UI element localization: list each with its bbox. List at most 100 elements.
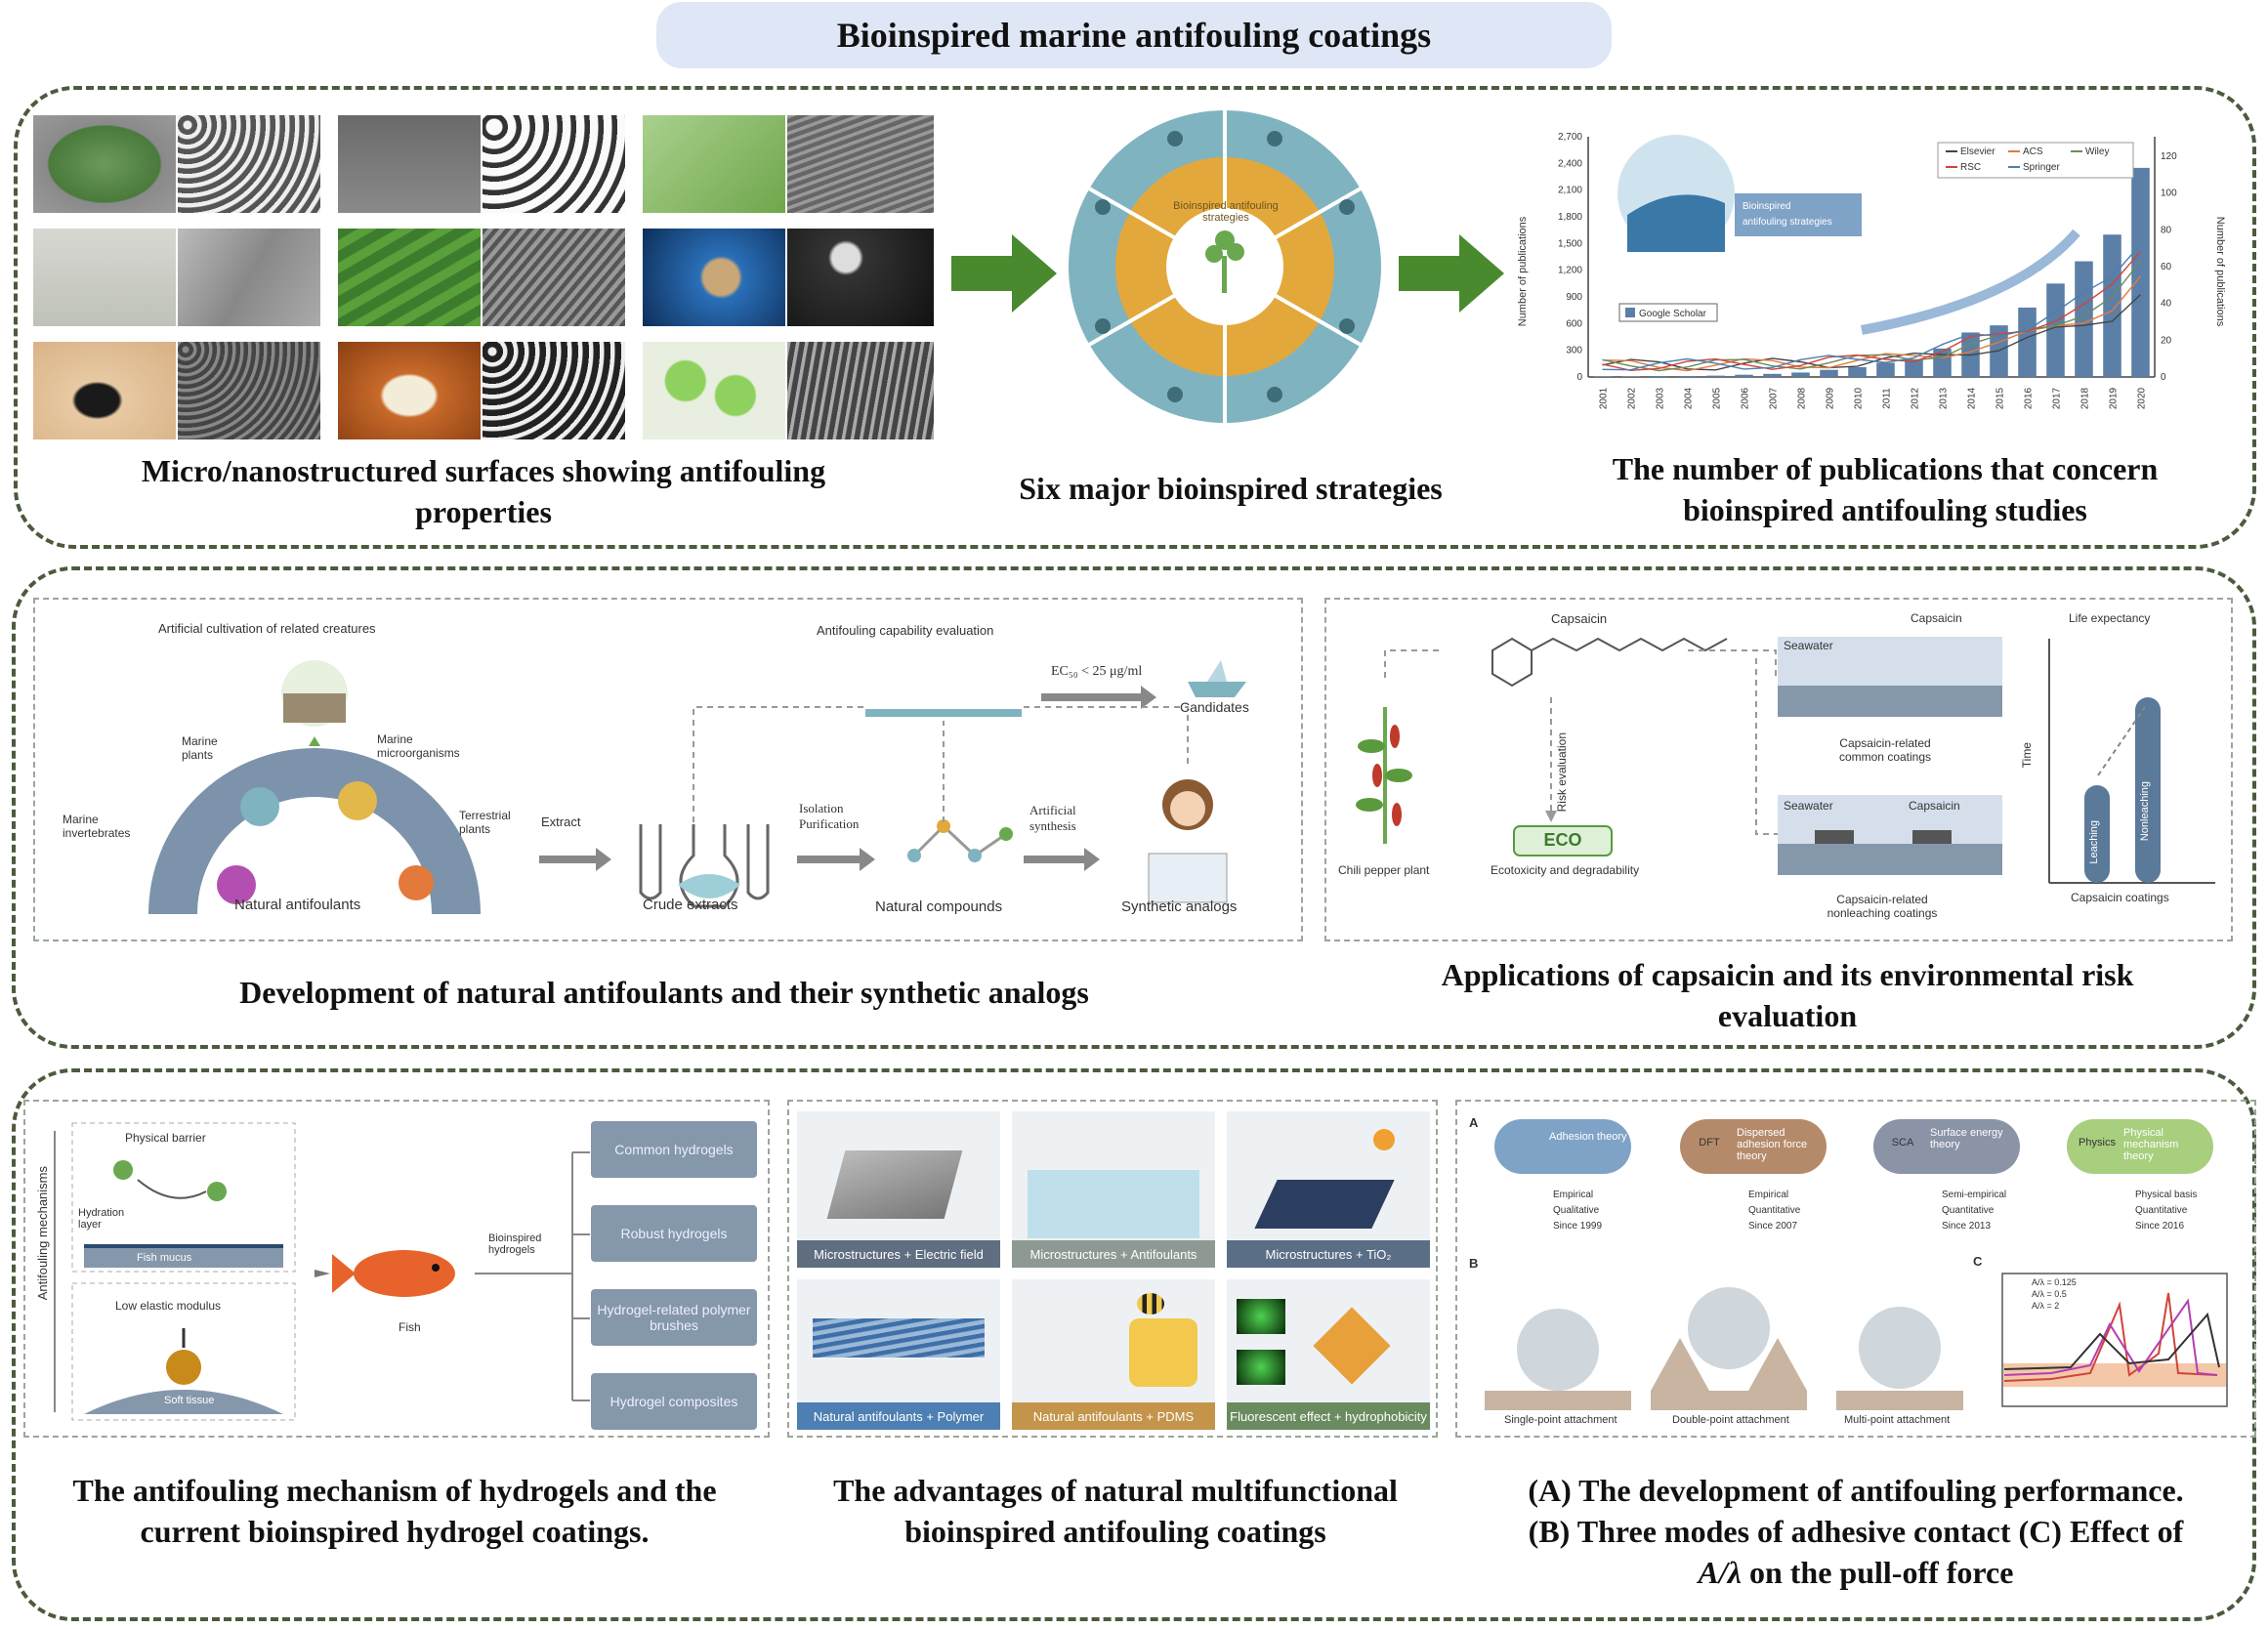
caption-micro-nano: Micro/nanostructured surfaces showing an… (141, 453, 826, 529)
chart-xtick: 2009 (1826, 387, 1836, 409)
label-artificial-cultivation: Artificial cultivation of related creatu… (158, 621, 376, 636)
label-low-elastic: Low elastic modulus (115, 1299, 222, 1313)
chart-xtick: 2010 (1854, 387, 1865, 409)
chart-ylabel-left: Number of publications (1517, 216, 1529, 326)
theory-3-item-3: Since 2013 (1942, 1221, 1992, 1232)
label-capsaicin-2: Capsaicin (1909, 799, 1960, 813)
chart-xtick: 2006 (1741, 387, 1751, 409)
chart-ytick-right: 20 (2161, 335, 2172, 346)
photo-lotus-leaf (33, 115, 176, 213)
chart-bubble-label-bg (1735, 193, 1862, 236)
chart-xtick: 2004 (1684, 387, 1695, 409)
chart-ytick-right: 40 (2161, 299, 2172, 310)
chart-legend-label: Elsevier (1960, 146, 1995, 157)
label-artificial-synthesis: Artificial synthesis (1029, 803, 1076, 833)
photo-grass (338, 229, 481, 326)
sem-clover (787, 342, 934, 439)
label-fish: Fish (399, 1320, 421, 1334)
photo-clover (643, 342, 785, 439)
sem-grass (483, 229, 625, 326)
mf-panel-2-art (1028, 1170, 1199, 1238)
photo-shark (338, 115, 481, 213)
chart-ytick-left: 2,700 (1558, 132, 1582, 143)
mf-panel-3-art (1254, 1180, 1395, 1229)
label-seawater-2: Seawater (1784, 799, 1833, 813)
mf-panel-6: Fluorescent effect + hydrophobicity (1227, 1279, 1430, 1430)
label-marine-micro: Marine microorganisms (377, 732, 460, 760)
label-hydration: Hydration layer (78, 1207, 125, 1231)
theory-pill-4-label: Physical mechanism theory (2123, 1127, 2179, 1162)
capsaicin-diagram (1356, 637, 2215, 884)
caption-performance-1: (A) The development of antifouling perfo… (1528, 1473, 2184, 1508)
chart-ytick-right: 60 (2161, 262, 2172, 272)
mf-panel-2: Microstructures + Antifoulants (1012, 1111, 1215, 1268)
chart-bar (1905, 358, 1923, 377)
chart-legend-label: ACS (2023, 146, 2043, 157)
chart-ytick-left: 600 (1566, 318, 1582, 329)
photo-grid (33, 115, 934, 439)
theory-1-item-2: Qualitative (1553, 1205, 1600, 1216)
chart-xtick: 2020 (2137, 387, 2148, 409)
label-candidates: Candidates (1180, 699, 1249, 715)
theory-pill-4: Physics Physical mechanism theory (2067, 1119, 2213, 1174)
chart-xtick: 2001 (1599, 387, 1610, 409)
label-physical-barrier: Physical barrier (125, 1131, 206, 1145)
sem-blue (787, 229, 934, 326)
label-life-expectancy: Life expectancy (2069, 611, 2151, 625)
arrow-right-1 (951, 234, 1057, 313)
chart-ytick-left: 900 (1566, 292, 1582, 303)
theory-4-item-3: Since 2016 (2135, 1221, 2185, 1232)
caption-multifunctional: The advantages of natural multifunctiona… (833, 1473, 1398, 1549)
bee-icon (1137, 1293, 1164, 1315)
theory-2-item-1: Empirical (1748, 1190, 1789, 1200)
chart-bar (2046, 283, 2065, 377)
label-time-axis: Time (2020, 742, 2034, 769)
chart-bubble-label-2: antifouling strategies (1743, 217, 1832, 228)
chart-xtick: 2011 (1882, 388, 1893, 409)
theory-2-item-2: Quantitative (1748, 1205, 1801, 1216)
pulloff-legend-2: A/λ = 0.5 (2032, 1289, 2067, 1299)
label-terrestrial: Terrestrial plants (459, 809, 511, 836)
chart-ytick-right: 80 (2161, 225, 2172, 235)
chart-xtick: 2014 (1967, 387, 1978, 409)
chart-bar (2018, 307, 2037, 377)
natural-antifoulants-diagram (148, 660, 1246, 914)
caption-performance-3: A/λ on the pull-off force (1465, 1553, 2247, 1594)
chart-bar (1876, 362, 1895, 377)
chart-ytick-left: 300 (1566, 346, 1582, 356)
chart-bar (2131, 167, 2150, 377)
mf-panel-6-art-c (1313, 1307, 1391, 1385)
chart-bar (1650, 376, 1668, 377)
chart-xtick: 2003 (1656, 387, 1666, 409)
theory-1-item-1: Empirical (1553, 1190, 1594, 1200)
caption-hydrogels: The antifouling mechanism of hydrogels a… (72, 1473, 717, 1549)
theory-4-item-2: Quantitative (2135, 1205, 2188, 1216)
mf-panel-6-label: Fluorescent effect + hydrophobicity (1227, 1402, 1430, 1430)
label-natural-antifoulants: Natural antifoulants (234, 897, 361, 913)
theory-pill-2-abbr: DFT (1699, 1137, 1720, 1149)
pulloff-legend-3: A/λ = 2 (2032, 1301, 2060, 1311)
caption-natural-antifoulants: Development of natural antifoulants and … (239, 975, 1089, 1010)
label-soft-tissue: Soft tissue (164, 1395, 215, 1406)
chart-bar (1706, 375, 1725, 377)
honeycomb-icon (1129, 1318, 1197, 1387)
hydrogel-type-polymer-brushes: Hydrogel-related polymer brushes (591, 1289, 757, 1346)
contact-mode-single: Single-point attachment (1504, 1414, 1617, 1426)
chart-xtick: 2019 (2109, 387, 2120, 409)
label-capsaicin-top: Capsaicin (1911, 611, 1962, 625)
theory-pill-3: SCA Surface energy theory (1873, 1119, 2020, 1174)
label-nonleaching: Nonleaching (2139, 781, 2151, 842)
label-marine-plants: Marine plants (182, 734, 218, 762)
chart-legend-label: Wiley (2085, 146, 2109, 157)
mf-panel-4-art (813, 1318, 985, 1358)
chart-ytick-left: 2,100 (1558, 186, 1582, 196)
label-synthetic-analogs: Synthetic analogs (1121, 898, 1238, 915)
photo-beetle (33, 342, 176, 439)
page-title: Bioinspired marine antifouling coatings (656, 2, 1612, 68)
chart-xtick: 2007 (1769, 387, 1780, 409)
caption-performance-3-text: on the pull-off force (1741, 1555, 2014, 1590)
theory-pill-2: DFT Dispersed adhesion force theory (1680, 1119, 1827, 1174)
sem-beetle (178, 342, 320, 439)
mf-panel-1: Microstructures + Electric field (797, 1111, 1000, 1268)
chart-google-box (1618, 303, 1718, 322)
